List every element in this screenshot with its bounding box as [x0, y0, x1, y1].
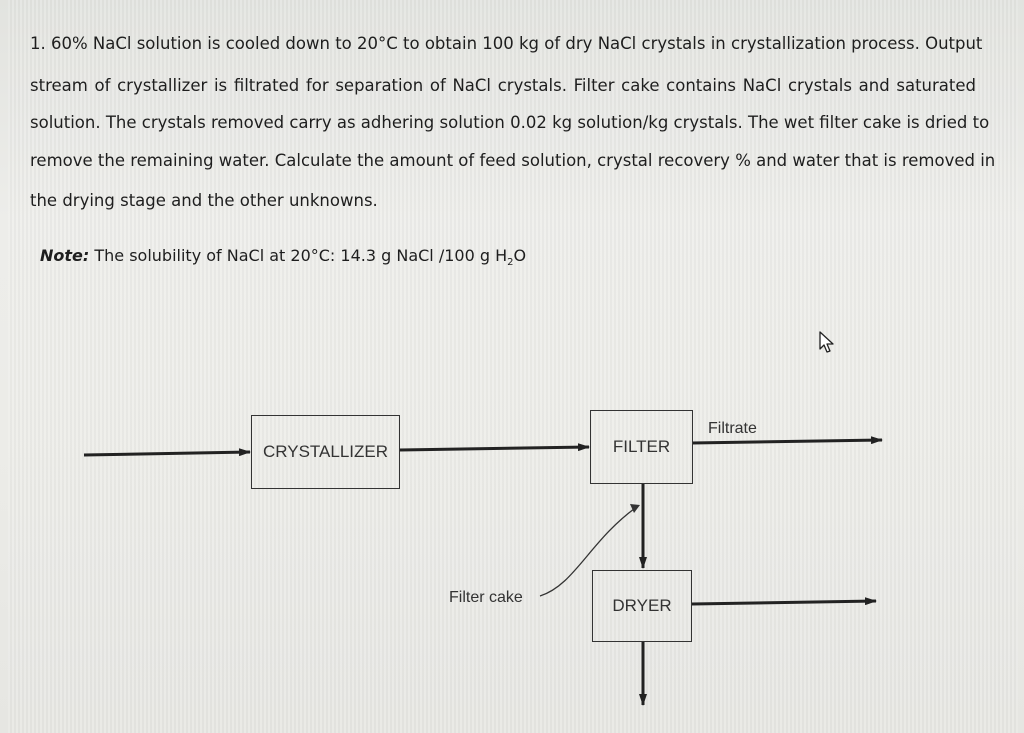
dryer-box: DRYER	[592, 570, 692, 642]
problem-line-3: solution. The crystals removed carry as …	[30, 113, 990, 132]
paper-background	[8, 0, 1018, 733]
note-text: The solubility of NaCl at 20°C: 14.3 g N…	[94, 246, 508, 265]
filter-cake-leader	[539, 505, 639, 597]
solubility-note: Note: The solubility of NaCl at 20°C: 14…	[40, 246, 526, 268]
note-label: Note:	[40, 246, 90, 265]
mouse-pointer-icon	[819, 331, 834, 353]
problem-line-1: 1. 60% NaCl solution is cooled down to 2…	[30, 34, 983, 53]
crystallizer-box: CRYSTALLIZER	[251, 415, 400, 489]
filter-box: FILTER	[590, 410, 693, 484]
filter-cake-label: Filter cake	[449, 589, 523, 606]
problem-line-2: stream of crystallizer is filtrated for …	[30, 76, 976, 95]
dryer-vapor-arrow	[691, 597, 877, 606]
filter-label: FILTER	[612, 437, 671, 456]
crystallizer-outlet-arrow	[399, 443, 590, 452]
feed-stream-arrow	[83, 448, 251, 457]
note-suffix: O	[513, 246, 527, 265]
filtrate-arrow	[691, 436, 883, 445]
note-subscript: 2	[507, 257, 514, 269]
filtrate-label: Filtrate	[708, 420, 757, 437]
dryer-label: DRYER	[612, 596, 672, 615]
problem-line-4: remove the remaining water. Calculate th…	[30, 151, 996, 170]
problem-line-5: the drying stage and the other unknowns.	[30, 191, 378, 210]
crystallizer-label: CRYSTALLIZER	[262, 442, 389, 461]
